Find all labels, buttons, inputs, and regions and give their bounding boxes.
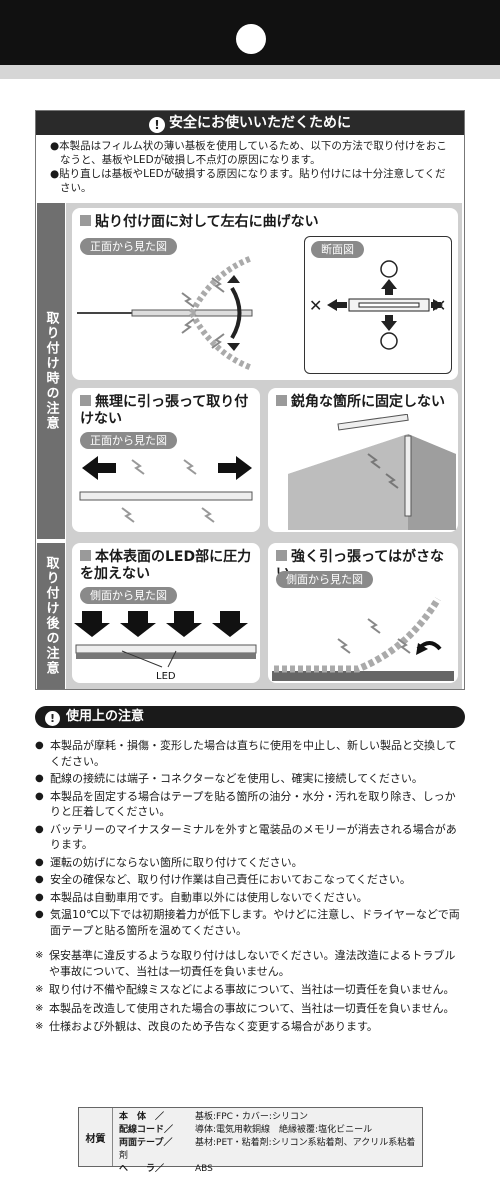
corner-illustration (288, 414, 456, 530)
safety-title: 安全にお使いいただくために (169, 115, 351, 131)
material-row: 両面テープ／基材:PET・粘着剤:シリコン系粘着剤、アクリル系粘着剤 (119, 1138, 416, 1161)
material-row: 配線コード／導体:電気用軟銅線 絶縁被覆:塩化ビニール (119, 1125, 373, 1135)
safety-header: !安全にお使いいただくために (36, 111, 464, 135)
panel-bend-title: 貼り付け面に対して左右に曲げない (80, 214, 319, 231)
peel-illustration (272, 597, 454, 681)
list-item: 安全の確保など、取り付け作業は自己責任においておこなってください。 (35, 872, 465, 888)
tag-section-view: 断面図 (311, 241, 364, 258)
panel-press-title: 本体表面のLED部に圧力を加えない (80, 549, 252, 582)
svg-text:✕: ✕ (309, 296, 322, 315)
list-item: 本製品が摩耗・損傷・変形した場合は直ちに使用を中止し、新しい製品と交換してくださ… (35, 738, 465, 769)
tag-pull-front: 正面から見た図 (80, 432, 177, 449)
svg-text:✕: ✕ (433, 296, 446, 315)
material-row: へ ラ／ABS (119, 1164, 213, 1174)
note-item: 保安基準に違反するような取り付けはしないでください。違法改造によるトラブルや事故… (35, 948, 465, 979)
panel-pull: 無理に引っ張って取り付けない 正面から見た図 (72, 388, 260, 532)
list-item: 本製品は自動車用です。自動車以外には使用しないでください。 (35, 890, 465, 906)
pull-illustration (79, 456, 253, 523)
materials-label: 材質 (79, 1108, 113, 1166)
safety-intro: ●本製品はフィルム状の薄い基板を使用しているため、以下の方法で取り付けをおこなう… (36, 135, 464, 195)
material-row: 本 体 ／基板:FPC・カバー:シリコン (119, 1112, 308, 1122)
list-item: 気温10℃以下では初期接着力が低下します。やけどに注意し、ドライヤーなどで両面テ… (35, 907, 465, 938)
materials-rows: 本 体 ／基板:FPC・カバー:シリコン 配線コード／導体:電気用軟銅線 絶縁被… (119, 1111, 422, 1176)
panel-peel: 強く引っ張ってはがさない 側面から見た図 (268, 543, 458, 683)
materials-table: 材質 本 体 ／基板:FPC・カバー:シリコン 配線コード／導体:電気用軟銅線 … (78, 1107, 423, 1174)
panel-corner-title: 鋭角な箇所に固定しない (276, 394, 445, 411)
panel-bend: 貼り付け面に対して左右に曲げない 正面から見た図 断面図 (72, 208, 458, 380)
tag-press-side: 側面から見た図 (80, 587, 177, 604)
usage-title: 使用上の注意 (66, 709, 145, 724)
notes-list: 保安基準に違反するような取り付けはしないでください。違法改造によるトラブルや事故… (35, 948, 465, 1035)
led-label: LED (156, 671, 176, 682)
press-illustration: LED (74, 611, 257, 682)
list-item: 本製品を固定する場合はテープを貼る箇所の油分・水分・汚れを取り除き、しっかりと圧… (35, 789, 465, 820)
top-header-bar (0, 0, 500, 65)
caution-icon: ! (149, 117, 165, 133)
header-circle (236, 24, 266, 54)
caution-icon: ! (45, 711, 60, 726)
section-illustration: ✕ ✕ (309, 260, 446, 350)
intro-line-2: ●貼り直しは基板やLEDが破損する原因になります。貼り付けには十分注意してくださ… (50, 168, 446, 194)
note-item: 取り付け不備や配線ミスなどによる事故について、当社は一切責任を負いません。 (35, 982, 465, 998)
sidebar-after: 取り付け後の注意 (37, 543, 65, 689)
panel-press: 本体表面のLED部に圧力を加えない 側面から見た図 LED (72, 543, 260, 683)
panel-pull-title: 無理に引っ張って取り付けない (80, 394, 249, 427)
note-item: 仕様および外観は、改良のため予告なく変更する場合があります。 (35, 1019, 465, 1035)
safety-section: !安全にお使いいただくために ●本製品はフィルム状の薄い基板を使用しているため、… (35, 110, 465, 690)
sidebar-install: 取り付け時の注意 (37, 203, 65, 539)
list-item: 配線の接続には端子・コネクターなどを使用し、確実に接続してください。 (35, 771, 465, 787)
intro-line-1: ●本製品はフィルム状の薄い基板を使用しているため、以下の方法で取り付けをおこなう… (50, 140, 447, 166)
bend-illustration (77, 255, 254, 371)
panel-corner: 鋭角な箇所に固定しない (268, 388, 458, 532)
usage-header: ! 使用上の注意 (35, 706, 465, 728)
usage-section: ! 使用上の注意 本製品が摩耗・損傷・変形した場合は直ちに使用を中止し、新しい製品… (35, 706, 465, 1038)
tag-front-view: 正面から見た図 (80, 238, 177, 255)
tag-peel-side: 側面から見た図 (276, 571, 373, 588)
header-underline (0, 65, 500, 79)
note-item: 本製品を改造して使用された場合の事故について、当社は一切責任を負いません。 (35, 1001, 465, 1017)
list-item: バッテリーのマイナスターミナルを外すと電装品のメモリーが消去される場合があります… (35, 822, 465, 853)
usage-list: 本製品が摩耗・損傷・変形した場合は直ちに使用を中止し、新しい製品と交換してくださ… (35, 738, 465, 938)
section-view-box: 断面図 ✕ ✕ (304, 236, 452, 374)
list-item: 運転の妨げにならない箇所に取り付けてください。 (35, 855, 465, 871)
